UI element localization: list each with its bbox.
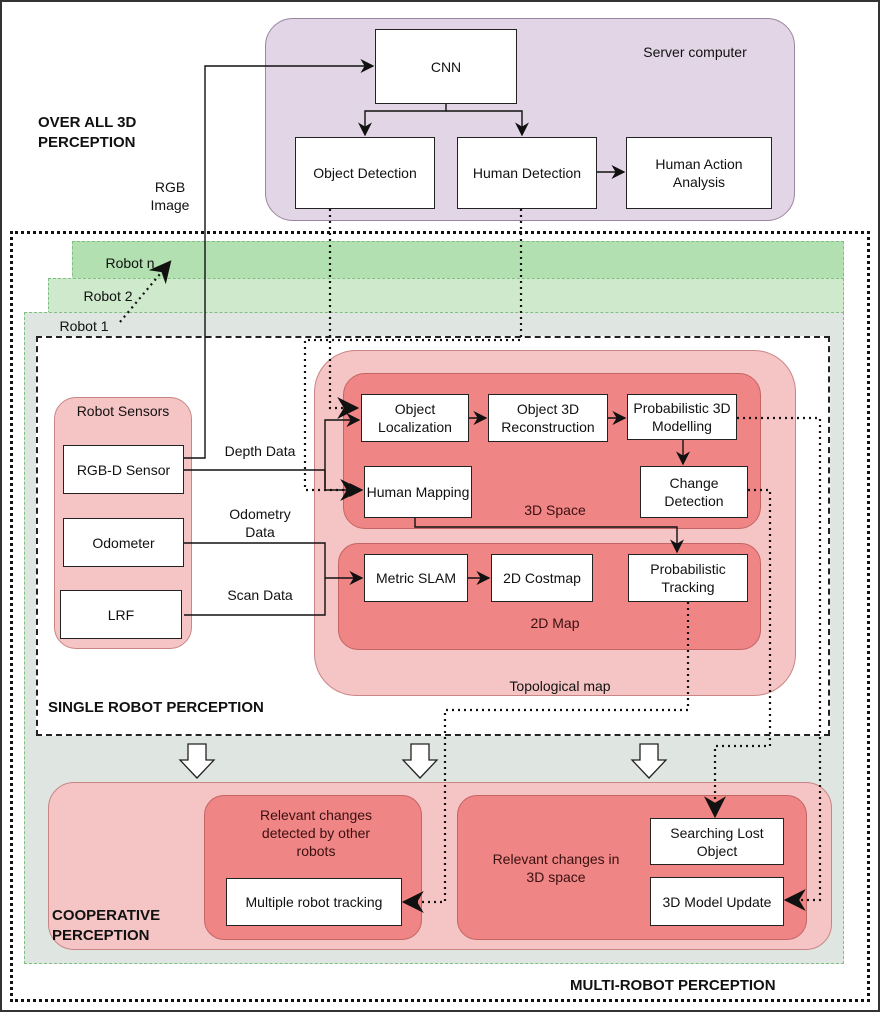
3d-space-changes-label: Relevant changes in 3D space xyxy=(492,851,620,885)
edge-human-detection-dotted xyxy=(303,209,523,501)
object-detection-node[interactable]: Object Detection xyxy=(295,137,435,209)
2d-map-label: 2D Map xyxy=(530,615,580,631)
edge-modelling-to-update-dotted xyxy=(737,416,822,911)
human-action-analysis-node[interactable]: Human Action Analysis xyxy=(626,137,772,209)
single-robot-perception-label: SINGLE ROBOT PERCEPTION xyxy=(48,699,264,716)
metric-slam-node[interactable]: Metric SLAM xyxy=(364,554,468,602)
rgbd-sensor-node[interactable]: RGB-D Sensor xyxy=(63,445,184,494)
cooperative-perception-label: COOPERATIVE PERCEPTION xyxy=(52,907,161,944)
2d-costmap-node[interactable]: 2D Costmap xyxy=(491,554,593,602)
probabilistic-3d-modelling-node[interactable]: Probabilistic 3D Modelling xyxy=(627,394,737,440)
edge-cnn-split xyxy=(358,104,447,137)
depth-data-edge-label: Depth Data xyxy=(224,443,296,459)
multi-robot-perception-label: MULTI-ROBOT PERCEPTION xyxy=(570,977,776,994)
lrf-node[interactable]: LRF xyxy=(60,590,182,639)
human-detection-node[interactable]: Human Detection xyxy=(457,137,597,209)
edge-human-mapping-tracking xyxy=(414,518,684,554)
other-robots-changes-label: Relevant changes detected by other robot… xyxy=(259,807,373,859)
hollow-arrow-down-2 xyxy=(401,743,439,779)
human-mapping-node[interactable]: Human Mapping xyxy=(364,466,472,518)
edge-depth-to-human-mapping xyxy=(324,470,364,497)
server-computer-label: Server computer xyxy=(643,44,747,60)
robot-n-label: Robot n xyxy=(105,255,155,271)
multi-robot-perception-group xyxy=(10,231,870,1002)
scan-data-edge-label: Scan Data xyxy=(227,587,293,603)
change-detection-node[interactable]: Change Detection xyxy=(640,466,748,518)
odometry-data-edge-label: Odometry Data xyxy=(229,506,291,540)
hollow-arrow-down-3 xyxy=(630,743,668,779)
rgb-image-edge-label: RGB Image xyxy=(150,179,190,213)
cnn-node[interactable]: CNN xyxy=(375,29,517,104)
robot-2-label: Robot 2 xyxy=(83,288,133,304)
searching-lost-object-node[interactable]: Searching Lost Object xyxy=(650,818,784,865)
probabilistic-tracking-node[interactable]: Probabilistic Tracking xyxy=(628,554,748,602)
edge-change-to-search-dotted xyxy=(704,488,772,819)
edge-odometry-data xyxy=(184,542,326,616)
odometer-node[interactable]: Odometer xyxy=(63,518,184,567)
robot-sensors-label: Robot Sensors xyxy=(76,403,170,419)
topological-map-label: Topological map xyxy=(509,678,611,694)
3d-model-update-node[interactable]: 3D Model Update xyxy=(650,877,784,926)
object-localization-node[interactable]: Object Localization xyxy=(361,394,469,442)
edge-rgb-image xyxy=(184,59,375,459)
3d-space-label: 3D Space xyxy=(524,502,586,518)
edge-depth-to-localization xyxy=(324,413,361,488)
edge-tracking-to-multi-dotted xyxy=(401,602,690,913)
edge-object-detection-dotted xyxy=(328,209,360,419)
robot-1-label: Robot 1 xyxy=(59,318,109,334)
edge-robot-stack-dotted xyxy=(119,260,172,323)
edge-cnn-human xyxy=(446,110,529,137)
hollow-arrow-down-1 xyxy=(178,743,216,779)
overall-perception-label: OVER ALL 3D PERCEPTION xyxy=(38,114,137,151)
robot-2-layer xyxy=(48,278,844,314)
object-3d-reconstruction-node[interactable]: Object 3D Reconstruction xyxy=(488,394,608,442)
multiple-robot-tracking-node[interactable]: Multiple robot tracking xyxy=(226,878,402,926)
